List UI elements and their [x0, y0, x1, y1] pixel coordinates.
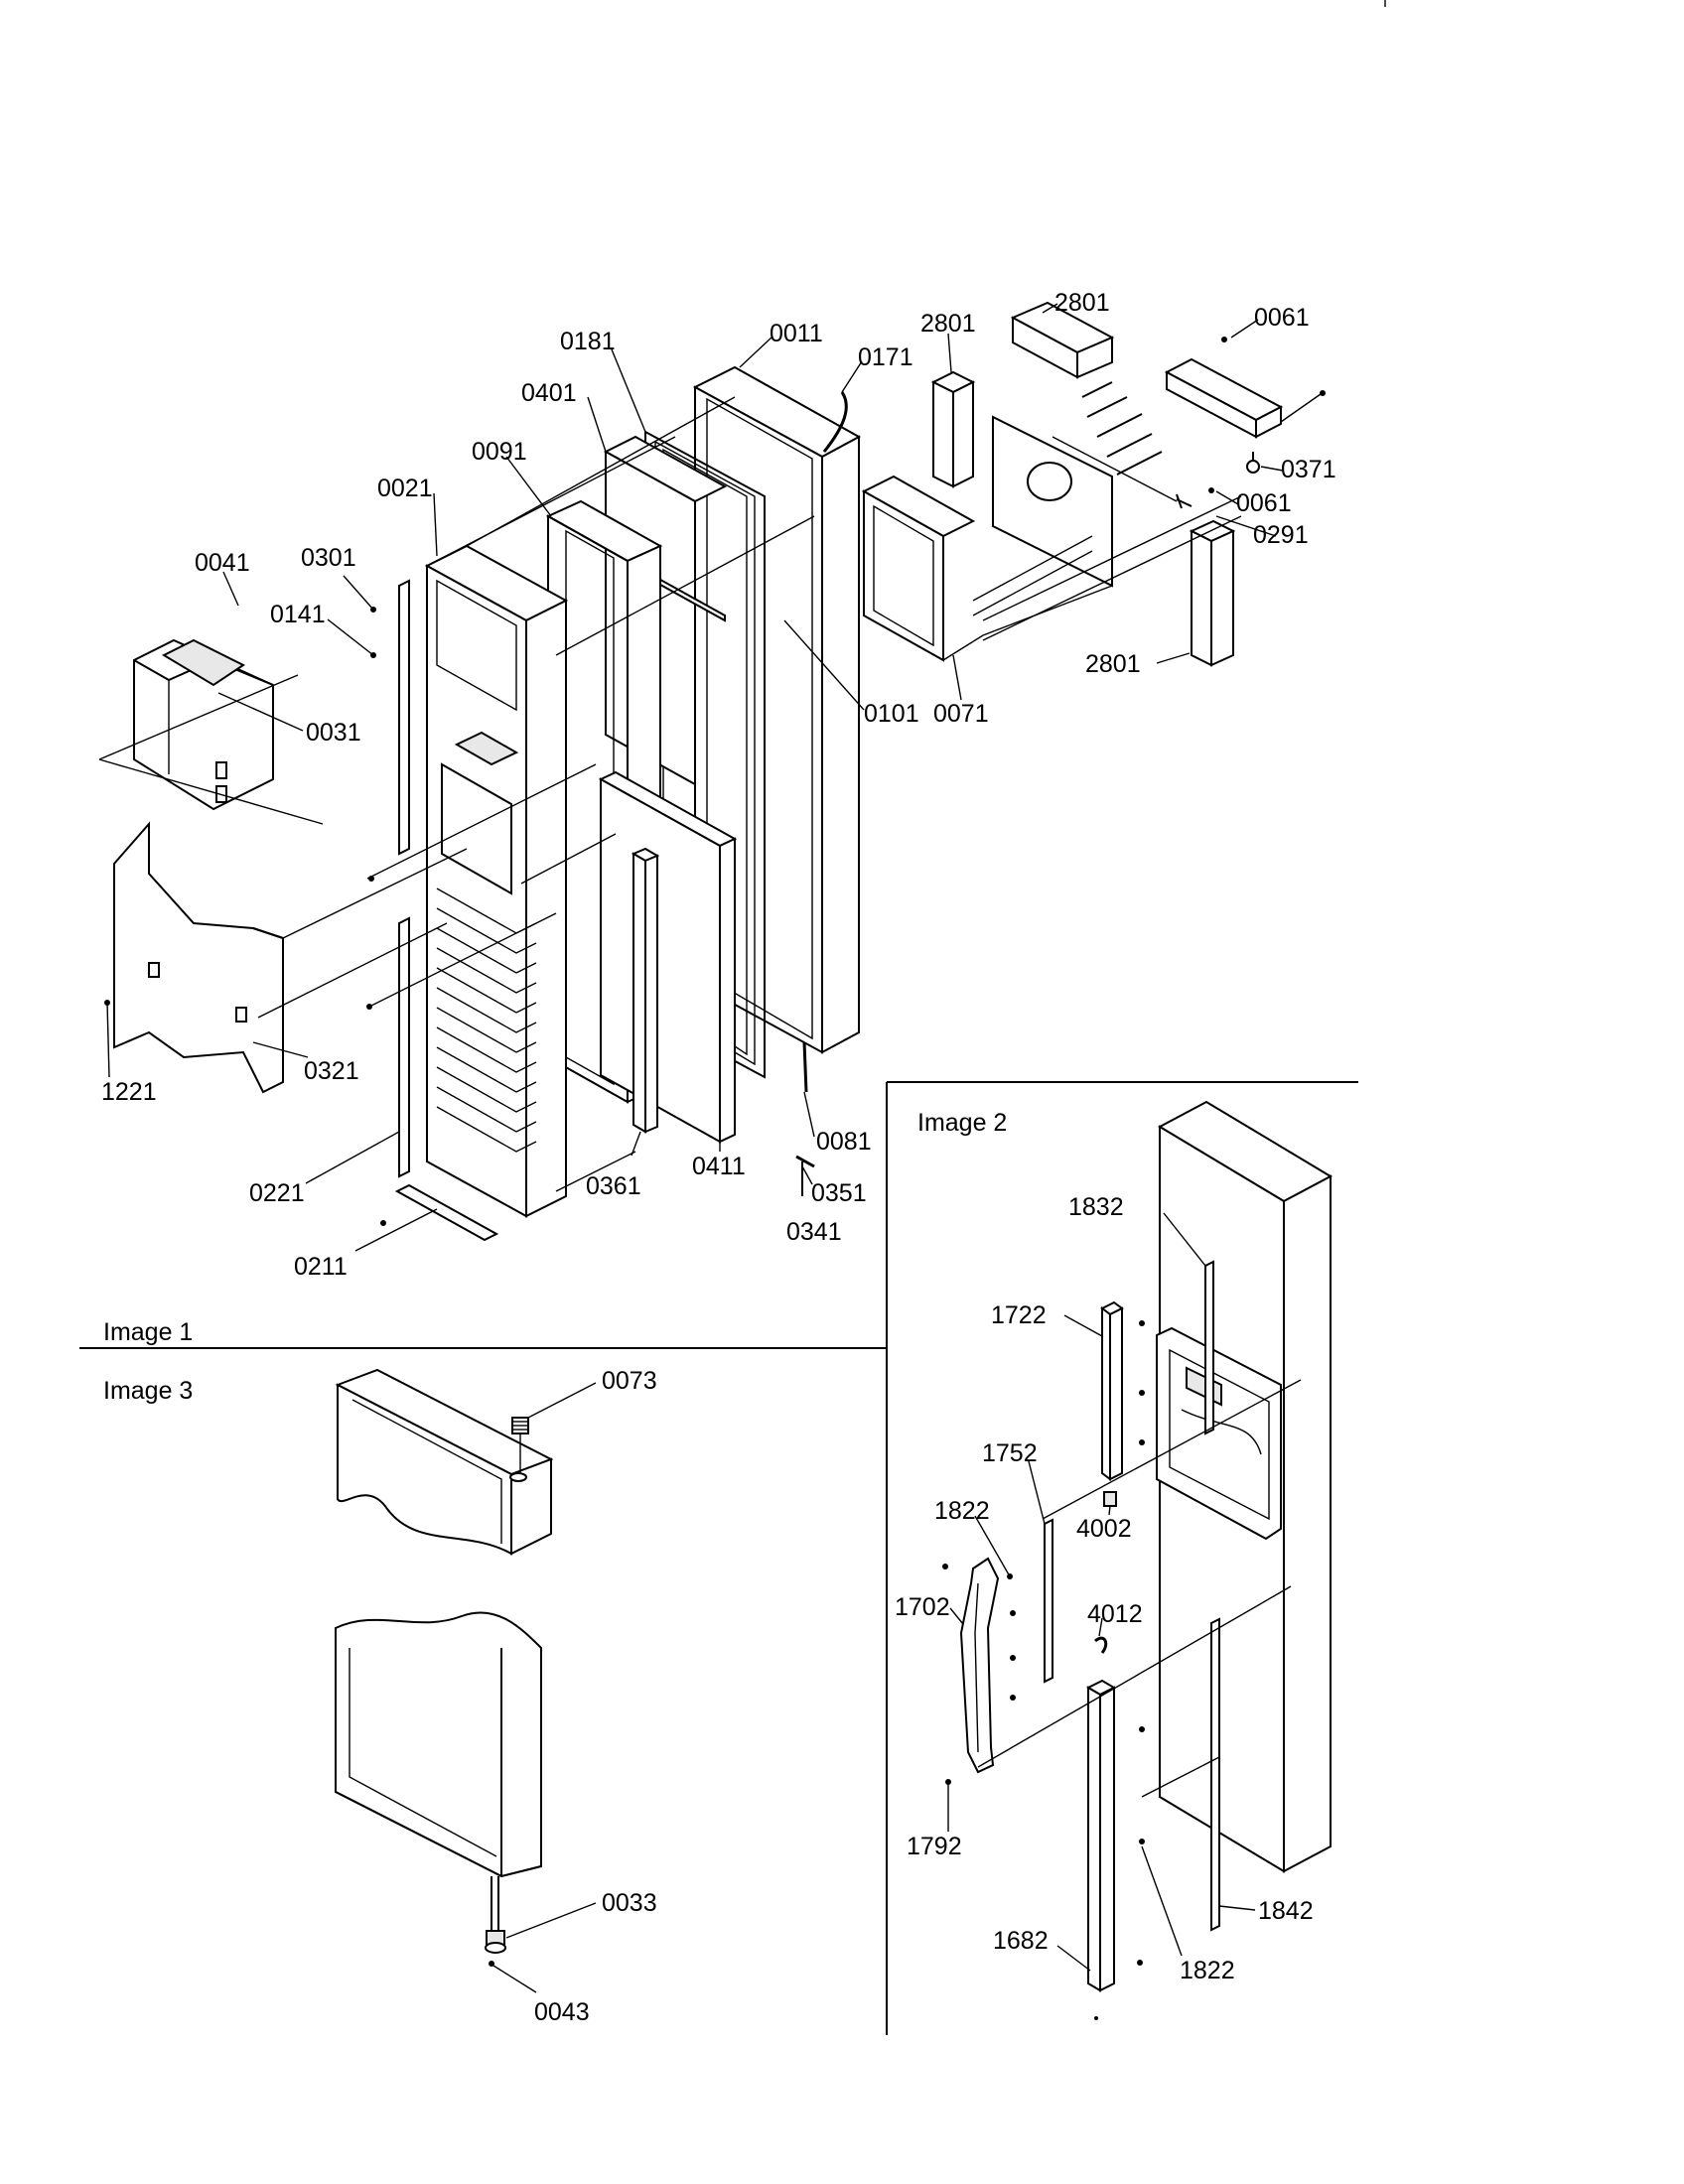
label-0171: 0171 [858, 343, 913, 371]
label-0141: 0141 [270, 601, 326, 628]
escutcheon-panel-0321 [113, 821, 284, 1094]
label-0081: 0081 [816, 1128, 872, 1156]
insulation-panel-0411 [598, 770, 738, 1144]
label-0031: 0031 [306, 719, 361, 747]
panel-title-image3: Image 3 [103, 1377, 193, 1405]
label-0211: 0211 [294, 1253, 348, 1281]
label-0401: 0401 [521, 379, 577, 407]
label-0361: 0361 [586, 1172, 641, 1200]
label-0351: 0351 [811, 1179, 867, 1207]
handle-1702 [959, 1557, 1000, 1774]
label-4012: 4012 [1087, 1600, 1143, 1628]
image1-leaders [106, 303, 1284, 1252]
label-0091: 0091 [472, 438, 527, 466]
rail-1842 [1210, 1617, 1220, 1932]
label-4002: 4002 [1076, 1515, 1132, 1543]
clip-4002 [1103, 1491, 1117, 1507]
image2-screws [942, 1320, 1145, 2020]
liner-shelves [436, 887, 537, 1153]
panel-1722 [1100, 1300, 1124, 1481]
rail-1752 [1044, 1518, 1053, 1684]
panel-title-image2: Image 2 [917, 1109, 1007, 1137]
label-0301: 0301 [301, 544, 356, 572]
top-bracket-0061 [1164, 357, 1284, 439]
label-0021: 0021 [377, 475, 433, 502]
label-1682: 1682 [993, 1927, 1049, 1955]
image2-leaders [947, 1212, 1256, 1972]
rail-1832 [1204, 1260, 1214, 1435]
label-1702: 1702 [895, 1593, 950, 1621]
hinge-pin-0033 [485, 1876, 506, 1967]
foam-block-2801-b [1010, 301, 1115, 379]
label-0221: 0221 [249, 1179, 305, 1207]
panel-title-image1: Image 1 [103, 1318, 193, 1346]
image3-assembly: Image 3 [103, 1367, 657, 2026]
label-0061-a: 0061 [1254, 304, 1310, 332]
label-0061-b: 0061 [1236, 489, 1292, 517]
label-1832: 1832 [1068, 1193, 1124, 1221]
label-1221: 1221 [101, 1078, 157, 1106]
label-1792: 1792 [907, 1833, 962, 1860]
label-1822-a: 1822 [934, 1497, 990, 1525]
label-0011: 0011 [770, 320, 823, 347]
label-2801-a: 2801 [920, 310, 976, 338]
label-0181: 0181 [560, 328, 616, 355]
label-0101: 0101 [864, 700, 919, 728]
cap-0073 [509, 1417, 529, 1482]
label-0291: 0291 [1253, 521, 1309, 549]
label-2801-c: 2801 [1085, 650, 1141, 678]
image2-guide-lines [977, 1379, 1302, 1798]
label-1842: 1842 [1258, 1897, 1314, 1925]
label-0411: 0411 [692, 1153, 746, 1180]
clip-4012 [1094, 1636, 1108, 1654]
assembly-guide-lines [98, 396, 1242, 1192]
trim-1682 [1085, 1679, 1117, 1992]
label-0071: 0071 [933, 700, 989, 728]
side-channel-0301 [398, 579, 410, 856]
mechanism-housing-0071 [861, 415, 1113, 662]
label-0371: 0371 [1281, 456, 1336, 483]
screws-top [1081, 381, 1326, 509]
top-cover-0041 [133, 638, 274, 811]
image1-screws [104, 337, 1227, 1226]
foam-block-2801-a [930, 370, 976, 488]
label-0041: 0041 [195, 549, 250, 577]
label-2801-b: 2801 [1054, 289, 1110, 317]
label-0073: 0073 [602, 1367, 657, 1395]
panel-dividers [79, 1081, 1358, 2035]
lower-door-section [335, 1611, 542, 1878]
dispenser-recess [1156, 1326, 1282, 1541]
label-0321: 0321 [304, 1057, 359, 1085]
label-0341: 0341 [786, 1218, 842, 1246]
image1-labels: 0011 0181 0171 2801 2801 0061 0371 0061 … [101, 289, 1336, 1281]
label-0043: 0043 [534, 1998, 590, 2026]
foam-strip-0361 [631, 847, 660, 1134]
image1-assembly: 0011 0181 0171 2801 2801 0061 0371 0061 … [98, 289, 1336, 1346]
image2-assembly: Image 2 [895, 1100, 1333, 2020]
rod-0171 [822, 391, 848, 453]
label-1752: 1752 [982, 1439, 1038, 1467]
upper-door-section [335, 1368, 554, 1556]
dispenser-liner-0021 [424, 544, 569, 1218]
label-0033: 0033 [602, 1889, 657, 1917]
label-1722: 1722 [991, 1301, 1047, 1329]
bottom-trim-0211 [394, 1183, 499, 1242]
side-channel-0221 [398, 916, 410, 1178]
foam-block-2801-c [1189, 519, 1236, 667]
label-1822-b: 1822 [1180, 1957, 1235, 1984]
image3-leaders [492, 1382, 597, 1993]
